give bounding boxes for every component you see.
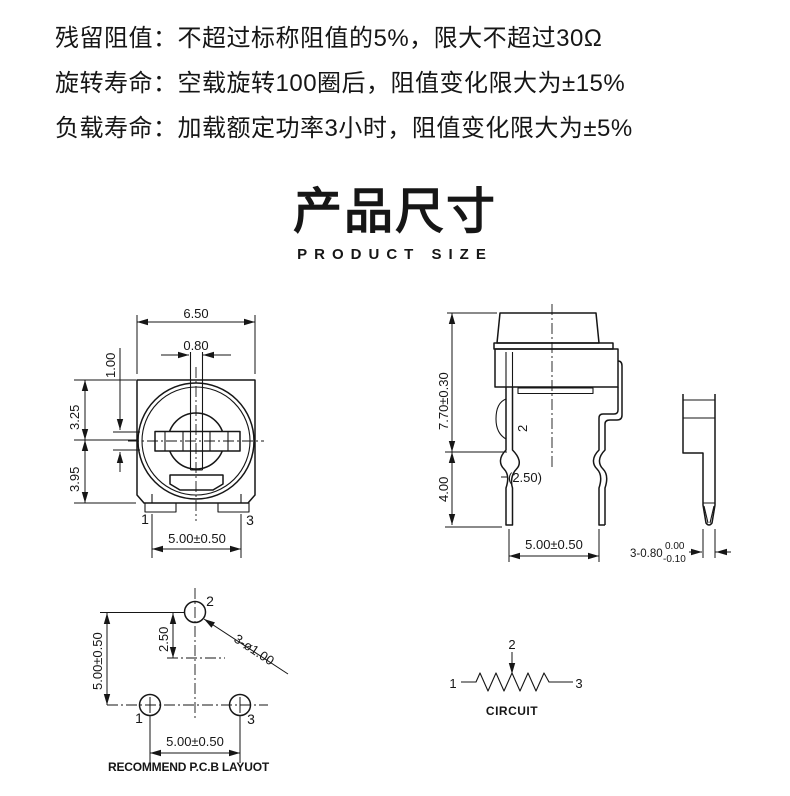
pcb-pin3-label: 3 bbox=[247, 711, 255, 727]
front-pin1-label: 1 bbox=[141, 511, 149, 527]
spec-section: 残留阻值：不超过标称阻值的5%，限大不超过30Ω 旋转寿命：空载旋转100圈后，… bbox=[55, 26, 633, 161]
front-slot-width-dim-label: 0.80 bbox=[183, 338, 208, 353]
side-pin-left bbox=[499, 387, 521, 526]
side-pin-length-dim-label: 4.00 bbox=[436, 477, 451, 502]
pcb-hole-dim-label: 3-ø1.00 bbox=[231, 631, 277, 668]
pin-width-tol-upper-label: 0.00 bbox=[665, 541, 685, 552]
front-slot-bar-dividers bbox=[164, 431, 229, 451]
side-washer bbox=[517, 387, 594, 395]
side-pin2-label: 2 bbox=[515, 425, 530, 432]
pin-detail-outline bbox=[682, 394, 716, 526]
side-height-dim-label: 7.70±0.30 bbox=[436, 372, 451, 430]
front-lower-dim-label: 3.95 bbox=[67, 467, 82, 492]
pcb-pin1-label: 1 bbox=[135, 710, 143, 726]
pcb-pin2-offset-dim-label: 2.50 bbox=[156, 627, 171, 652]
pin-width-tol-lower-label: -0.10 bbox=[663, 554, 686, 565]
spec-line-rotation-life: 旋转寿命：空载旋转100圈后，阻值变化限大为±15% bbox=[55, 70, 626, 97]
circuit-pin2-label: 2 bbox=[508, 637, 515, 652]
side-standoff-dim-label: (2.50) bbox=[508, 470, 542, 485]
pcb-center-lines bbox=[107, 588, 268, 720]
pin-detail-drawing: 3-0.80 0.00 -0.10 bbox=[630, 394, 731, 565]
pcb-caption: RECOMMEND P.C.B LAYUOT bbox=[108, 760, 270, 774]
front-upper-dim-label: 3.25 bbox=[67, 405, 82, 430]
side-pin-left-tab bbox=[495, 398, 507, 440]
pcb-col-pitch-dim-label: 5.00±0.50 bbox=[166, 734, 224, 749]
side-pin-right-outer bbox=[598, 360, 623, 525]
side-pin2-through-body bbox=[505, 352, 514, 387]
front-center-lines bbox=[128, 367, 264, 521]
side-pin-pitch-dim-label: 5.00±0.50 bbox=[525, 537, 583, 552]
side-cap bbox=[496, 312, 600, 344]
side-dimension-lines bbox=[445, 312, 600, 562]
page-title: 产品尺寸 bbox=[292, 185, 497, 239]
circuit-pin1-label: 1 bbox=[449, 676, 456, 691]
side-body bbox=[494, 348, 619, 388]
front-width-dim-label: 6.50 bbox=[183, 306, 208, 321]
spec-line-load-life: 负载寿命：加载额定功率3小时，阻值变化限大为±5% bbox=[55, 115, 633, 142]
pin-detail-dimension-lines bbox=[689, 529, 731, 558]
front-slot-height-dim-label: 1.00 bbox=[103, 353, 118, 378]
pin-detail-inner-lines bbox=[683, 399, 715, 524]
front-pin-stub-left bbox=[144, 502, 177, 513]
front-bottom-tab bbox=[169, 474, 224, 491]
front-view-drawing: 6.50 0.80 1.00 3.25 3.95 5.00±0.50 1 3 bbox=[67, 306, 264, 558]
circuit-caption: CIRCUIT bbox=[486, 704, 538, 718]
front-dimension-lines bbox=[74, 315, 256, 558]
pin-width-dim-label: 3-0.80 bbox=[630, 548, 663, 560]
front-pin-pitch-dim-label: 5.00±0.50 bbox=[168, 531, 226, 546]
side-pin-right-inner bbox=[592, 387, 619, 526]
front-slot-vertical bbox=[189, 352, 204, 471]
side-flange bbox=[493, 342, 614, 350]
resistor-zigzag bbox=[461, 672, 573, 692]
page-subtitle: PRODUCT SIZE bbox=[297, 246, 493, 263]
front-pin-stub-right bbox=[217, 502, 250, 513]
circuit-diagram: 2 1 3 CIRCUIT bbox=[449, 637, 582, 718]
pcb-layout-drawing: 5.00±0.50 2.50 3-ø1.00 5.00±0.50 2 1 3 R… bbox=[90, 588, 289, 774]
front-pin3-label: 3 bbox=[246, 512, 254, 528]
side-view-drawing: 7.70±0.30 4.00 2 (2.50) 5.00±0.50 bbox=[436, 304, 623, 562]
pcb-row-pitch-dim-label: 5.00±0.50 bbox=[90, 632, 105, 690]
circuit-pin3-label: 3 bbox=[575, 676, 582, 691]
pcb-pin2-label: 2 bbox=[206, 593, 214, 609]
pcb-dimension-lines bbox=[100, 612, 289, 763]
spec-line-residual-resistance: 残留阻值：不超过标称阻值的5%，限大不超过30Ω bbox=[55, 25, 603, 52]
front-pin-marks bbox=[151, 494, 242, 503]
